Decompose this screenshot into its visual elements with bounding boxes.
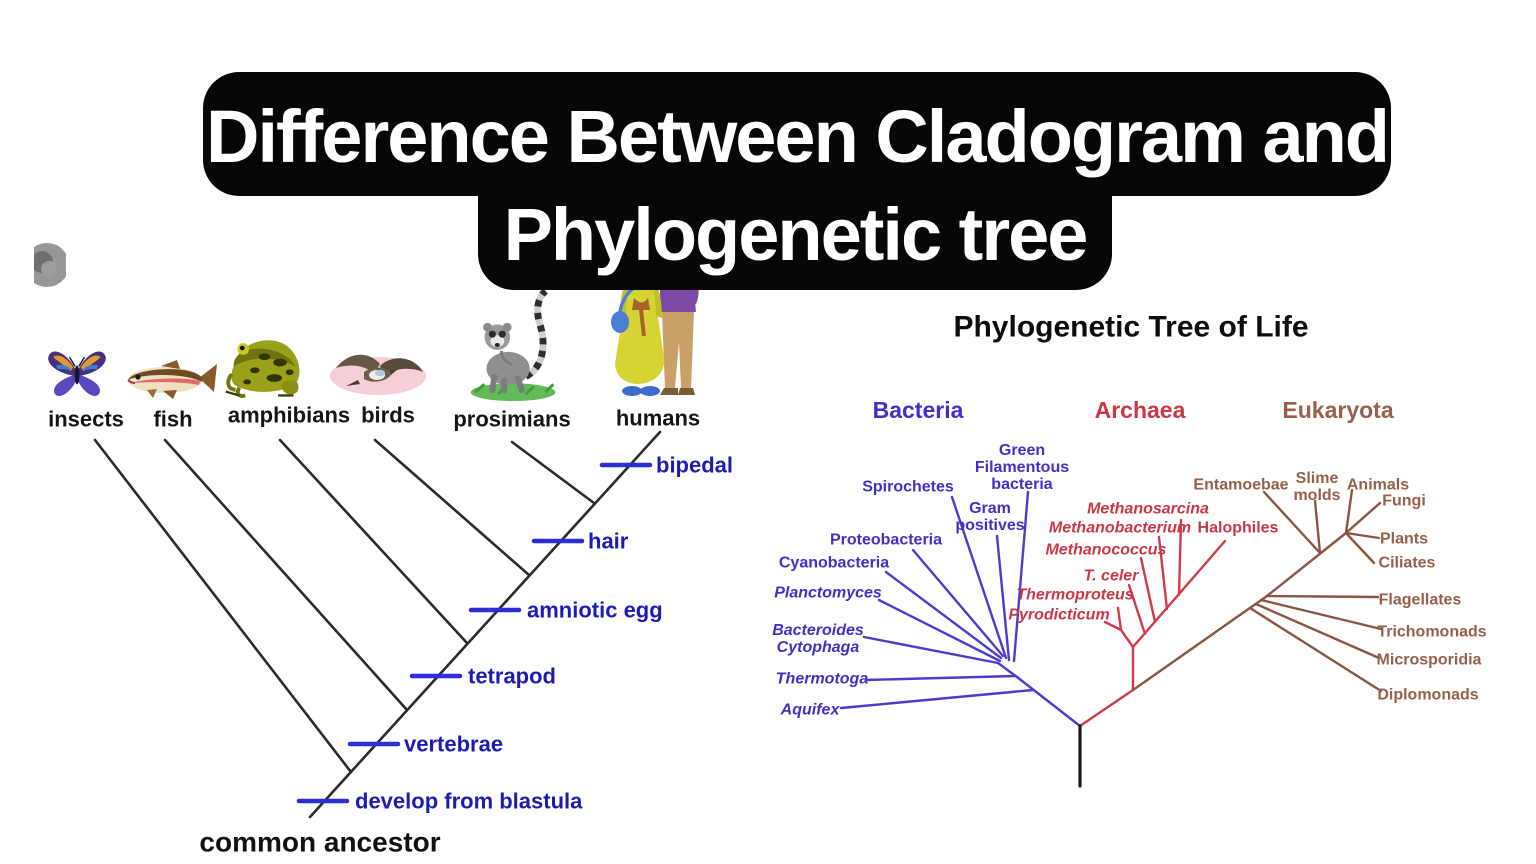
main-title-line2: Phylogenetic tree [503, 192, 1089, 276]
trait-label-develop-from-blastula: develop from blastula [355, 788, 583, 814]
trait-label-bipedal: bipedal [656, 452, 734, 478]
taxon-label-thermotoga: Thermotoga [775, 670, 869, 688]
taxon-label-animals: Animals [1346, 476, 1410, 494]
taxon-label-thermoproteus: Thermoproteus [1016, 586, 1134, 604]
taxon-label-slime-molds: Slime molds [1293, 470, 1341, 504]
taxon-label-halophiles: Halophiles [1197, 519, 1279, 537]
taxon-label-gram-positives: Gram positives [955, 500, 1025, 534]
domain-label-archaea: Archaea [1094, 396, 1186, 423]
taxon-label-methanosarcina: Methanosarcina [1087, 500, 1209, 518]
cladogram-trait-ticks [296, 462, 653, 804]
taxon-label-trichomonads: Trichomonads [1377, 623, 1487, 641]
taxon-label-ciliates: Ciliates [1378, 554, 1436, 572]
archaea-branches [1078, 518, 1227, 728]
animal-label-prosimians: prosimians [453, 406, 571, 432]
taxon-label-pyrodicticum: Pyrodicticum [1008, 606, 1110, 624]
taxon-label-proteobacteria: Proteobacteria [829, 531, 943, 549]
animal-label-fish: fish [153, 406, 193, 432]
taxon-label-planctomyces: Planctomyces [774, 584, 882, 602]
lemur-icon [470, 288, 556, 402]
trait-label-tetrapod: tetrapod [468, 663, 556, 689]
trait-label-amniotic-egg: amniotic egg [527, 597, 663, 623]
gray-watermark-icon [34, 243, 66, 287]
animal-label-amphibians: amphibians [227, 402, 351, 428]
frog-icon [225, 340, 300, 398]
cladogram-branches [93, 430, 662, 819]
eukaryota-branches [1131, 488, 1383, 693]
trait-label-hair: hair [588, 528, 629, 554]
taxon-label-spirochetes: Spirochetes [862, 478, 954, 496]
taxon-label-aquifex: Aquifex [780, 701, 840, 719]
trait-label-vertebrae: vertebrae [404, 731, 504, 757]
main-title-line1: Difference Between Cladogram and [206, 94, 1390, 178]
animal-label-insects: insects [48, 406, 124, 432]
taxon-label-methanobacterium: Methanobacterium [1048, 519, 1192, 537]
taxon-label-green-filamentous-bacteria: Green Filamentous bacteria [974, 441, 1070, 493]
bacteria-branches [839, 490, 1082, 728]
bird-icon [330, 354, 426, 395]
taxon-label-plants: Plants [1379, 530, 1429, 548]
taxon-label-fungi: Fungi [1382, 492, 1426, 510]
animal-label-humans: humans [615, 405, 701, 431]
title-plaque-bottom [478, 150, 1112, 290]
fish-icon [127, 360, 217, 399]
domain-label-eukaryota: Eukaryota [1282, 396, 1394, 423]
taxon-label-flagellates: Flagellates [1378, 591, 1462, 609]
taxon-label-microsporidia: Microsporidia [1376, 651, 1482, 669]
taxon-label-cyanobacteria: Cyanobacteria [778, 554, 890, 572]
taxon-label-entamoebae: Entamoebae [1193, 476, 1289, 494]
taxon-label-diplomonads: Diplomonads [1377, 686, 1479, 704]
animal-label-birds: birds [361, 402, 415, 428]
common-ancestor-label: common ancestor [199, 826, 441, 858]
taxon-label-bacteroides-cytophaga: Bacteroides Cytophaga [772, 622, 864, 656]
phylo-tree-title: Phylogenetic Tree of Life [953, 310, 1309, 344]
butterfly-icon [48, 351, 106, 396]
taxon-label-t-celer: T. celer [1083, 567, 1139, 585]
taxon-label-methanococcus: Methanococcus [1045, 541, 1167, 559]
domain-label-bacteria: Bacteria [872, 396, 964, 423]
